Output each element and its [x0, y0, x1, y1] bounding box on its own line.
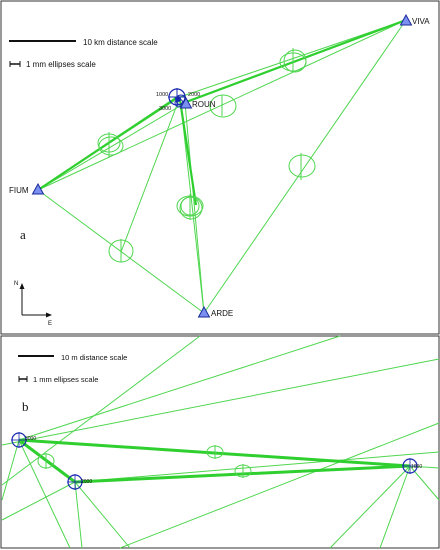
line-b-6 [1, 439, 20, 501]
station-arde-icon [197, 305, 211, 318]
ellipse-viva-arde [288, 154, 316, 178]
station-fium-label: FIUM [9, 186, 29, 195]
ellipse-scale-label-b: 1 mm ellipses scale [33, 375, 98, 384]
distance-scale-label-b: 10 m distance scale [61, 353, 127, 362]
line-fium-roun-2 [37, 102, 186, 191]
compass-north-arrow [19, 283, 25, 289]
panel-a-letter: a [20, 227, 26, 242]
strong-line-roun-mid [178, 99, 198, 206]
roun-cluster: 1000 2000 3000 [156, 88, 200, 112]
line-b-5 [18, 439, 71, 549]
panel-b: 10 m distance scale 1 mm ellipses scale … [0, 335, 440, 549]
line-b-4 [18, 335, 341, 441]
line-viva-arde [203, 19, 407, 314]
point-markers-b: 3000 2000 1000 [11, 432, 422, 490]
compass-north-label: N [14, 281, 18, 287]
panel-b-letter: b [22, 399, 29, 414]
station-roun-label: ROUN [192, 100, 216, 109]
distance-scale-label: 10 km distance scale [83, 38, 158, 47]
line-b-2 [119, 422, 440, 549]
line-b-9 [74, 481, 83, 549]
compass-icon: N E [14, 281, 52, 327]
compass-east-arrow [46, 312, 52, 318]
ellipse-fium-roun-2 [98, 136, 124, 156]
point-label-3000: 3000 [159, 106, 171, 112]
line-b-7 [1, 481, 76, 521]
error-ellipses-b [37, 445, 252, 478]
thick-line-3000-2000 [18, 438, 76, 484]
line-b-11 [329, 465, 411, 549]
ellipse-viva-side-2 [283, 49, 307, 73]
ellipse-scale-label: 1 mm ellipses scale [26, 60, 96, 69]
error-ellipses [97, 48, 316, 263]
station-viva-label: VIVA [412, 17, 430, 26]
strong-line-roun-viva [185, 18, 407, 104]
panel-a-frame [0, 0, 440, 335]
point-label-2000: 2000 [188, 92, 200, 98]
line-b-13 [379, 465, 411, 549]
panel-a: 10 km distance scale 1 mm ellipses scale [0, 0, 440, 335]
station-arde-label: ARDE [211, 309, 233, 318]
compass-east-label: E [48, 321, 52, 327]
panel-b-frame [0, 335, 440, 549]
point-label-1000: 1000 [156, 92, 168, 98]
point-label-b-2000: 2000 [81, 479, 92, 485]
station-viva-icon [399, 13, 413, 26]
line-roun-arde-2 [184, 102, 205, 314]
stations: VIVA ROUN FIUM ARDE [9, 13, 430, 318]
ellipse-roun-east [209, 94, 237, 118]
station-fium-icon [31, 182, 45, 195]
line-b-8 [74, 481, 131, 549]
point-label-b-1000: 1000 [411, 464, 422, 470]
line-roun-ellipse [120, 96, 181, 253]
line-b-14 [74, 451, 440, 483]
station-roun-icon [179, 96, 193, 109]
line-b-3 [1, 335, 201, 486]
point-label-b-3000: 3000 [25, 436, 36, 442]
